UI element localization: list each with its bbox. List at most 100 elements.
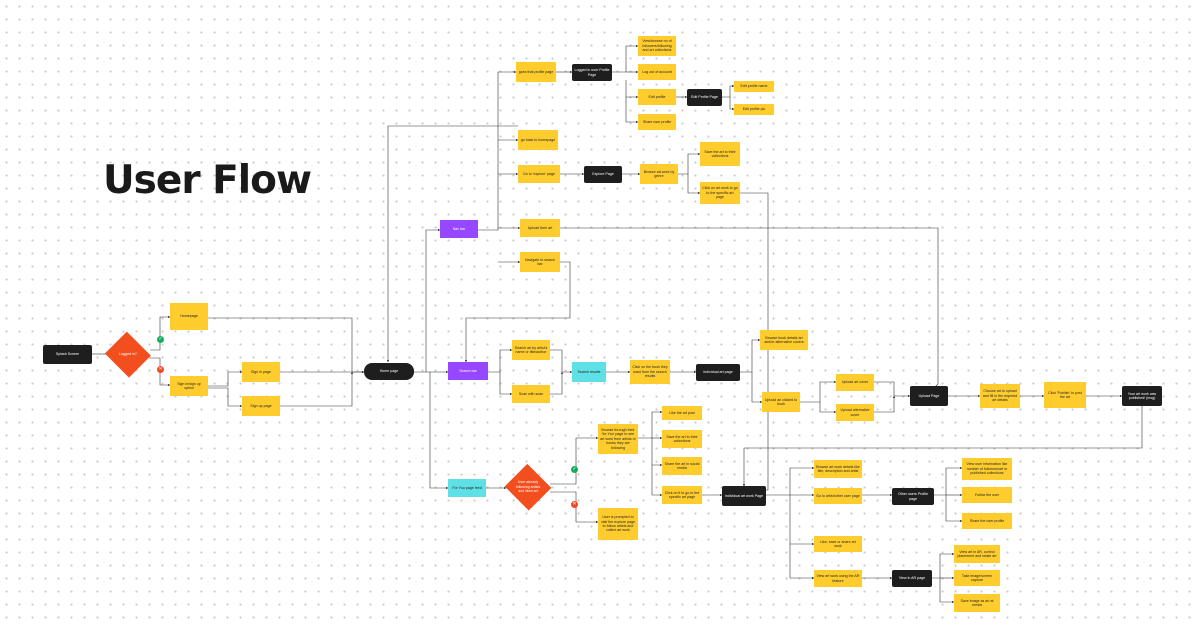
node-click-art-work: Click on art work to go to the specific … — [700, 182, 740, 204]
edge — [800, 380, 837, 403]
node-save-to-collections: Save the art to their collections — [662, 430, 702, 448]
node-browse-book-details: Browse book details art and/or alternati… — [760, 330, 808, 350]
edge — [488, 348, 513, 373]
node-goes-profile-page: goes that profile page — [516, 62, 556, 82]
edge — [722, 84, 735, 98]
edge — [789, 544, 815, 580]
edge — [208, 387, 243, 408]
node-individual-art-page: Individual art page — [696, 364, 740, 381]
edge — [939, 578, 955, 604]
edge — [625, 97, 639, 124]
edge — [651, 465, 663, 497]
edge — [945, 495, 963, 523]
node-go-back-homepage: go back to homepage — [518, 130, 558, 150]
node-view-user-info: View user information like number of fol… — [962, 458, 1012, 480]
node-home-page: Home page — [364, 363, 414, 380]
edge — [874, 381, 911, 398]
node-view-in-ar-page: View in AR page — [892, 570, 932, 587]
node-navigate-search-bar: Navigate to search bar — [520, 252, 560, 272]
edge — [742, 406, 1143, 487]
node-upload-art-cover: Upload art cover — [836, 374, 874, 391]
check-icon: ✓ — [157, 336, 164, 343]
node-view-art-ar: View art in AR, control placement and ro… — [954, 545, 1000, 563]
node-prompt-explore: User is prompted to visit the explore pa… — [598, 508, 638, 540]
edge — [789, 495, 815, 546]
node-for-you-page-feed: For You page feed — [448, 479, 486, 497]
node-edit-profile-pic: Edit profile pic — [734, 104, 774, 115]
node-upload-clicked-book: Upload an clicked to book — [762, 392, 800, 412]
edge — [934, 466, 963, 496]
edge — [651, 438, 663, 467]
node-art-published-msg: Your art work was published! (msg) — [1122, 386, 1162, 406]
node-search-bar: Search bar — [448, 362, 488, 380]
edge — [208, 317, 365, 374]
edge — [550, 371, 564, 395]
edge — [932, 552, 955, 579]
node-search-by-artist: Search art by artist's name or title/aut… — [512, 340, 550, 360]
node-view-ar-feature: View art work using the AR feature — [814, 570, 862, 587]
decision-user-following: User already following artists and liked… — [504, 464, 552, 510]
node-browse-for-you: Browse through their 'for You' page to s… — [598, 424, 638, 454]
node-splash-screen: Splash Screen — [43, 345, 92, 364]
node-scan-with-scan: Scan with scan — [512, 385, 550, 403]
node-go-explore-page: Go to 'explore' page — [518, 165, 560, 183]
node-take-image: Take image/screen capture — [954, 570, 1000, 586]
edge — [625, 80, 639, 99]
node-click-specific-art: Click on it to go to the specific art pa… — [662, 486, 702, 504]
node-click-book: Click on the book they want from the sea… — [630, 360, 670, 384]
check-icon: ✓ — [571, 466, 578, 473]
edge — [208, 370, 243, 387]
edge — [280, 371, 354, 407]
edge — [150, 315, 171, 351]
x-icon: ✕ — [571, 501, 578, 508]
page-title: User Flow — [103, 158, 312, 203]
decision-logged-in: Logged in? — [104, 332, 152, 376]
edge — [740, 338, 761, 373]
node-save-image: Save image as art at media — [954, 594, 1000, 612]
edge — [386, 125, 518, 363]
node-go-artist-page: Go to artist/other user page — [814, 488, 862, 504]
node-edit-profile: Edit profile — [638, 89, 676, 105]
edge — [874, 395, 896, 413]
node-sign-in-page: Sign in page — [242, 362, 280, 382]
node-upload-alternative-cover: Upload alternative cover — [836, 404, 874, 421]
node-browse-by-genre: Browse art work by genre — [640, 164, 678, 184]
node-nav-bar: Nav bar — [440, 220, 478, 238]
node-share-user-profile-2: Share the user profile — [962, 513, 1012, 529]
node-edit-profile-name: Edit profile name — [734, 81, 774, 92]
node-upload-their-art: Upload their art — [520, 219, 560, 237]
edge — [478, 70, 517, 231]
node-follow-user: Follow the user — [962, 487, 1012, 503]
node-view-followers: View/browse no of followers/following an… — [638, 36, 676, 56]
edge — [789, 466, 815, 495]
node-search-results: Search results — [572, 362, 606, 382]
edge — [638, 410, 663, 439]
node-other-users-profile: Other users Profile page — [892, 488, 934, 505]
edge — [678, 152, 701, 175]
node-browse-art-details: Browse art work details like title, desc… — [814, 460, 862, 478]
node-share-user-profile: Share user profile — [638, 114, 676, 130]
edge — [751, 372, 763, 404]
edge — [499, 372, 513, 396]
edge — [687, 174, 701, 195]
node-explore-page: Explore Page — [584, 166, 622, 183]
node-sign-in-sign-up-option: Sign in/sign up option — [170, 376, 208, 396]
node-upload-page: Upload Page — [910, 386, 948, 406]
node-sign-up-page: Sign up page — [242, 396, 280, 416]
edge — [550, 436, 599, 485]
edge — [729, 97, 735, 111]
node-like-save-share: Like, save or share art work — [814, 536, 862, 552]
edge — [425, 228, 441, 372]
node-like-art-post: Like the art post — [662, 406, 702, 420]
node-click-publish: Click 'Publish' to post the art — [1044, 382, 1086, 408]
x-icon: ✕ — [157, 366, 164, 373]
node-edit-profile-page: Edit Profile Page — [687, 89, 722, 106]
node-individual-art-work-page: Individual art work Page — [722, 486, 766, 506]
edge — [819, 402, 837, 414]
node-logged-in-user-profile-page: Logged in user Profile Page — [572, 64, 612, 81]
node-log-out: Log out of account — [638, 64, 676, 80]
node-save-art-collections: Save the art to their collections — [700, 142, 740, 166]
edge — [429, 372, 449, 490]
edge — [560, 227, 939, 391]
